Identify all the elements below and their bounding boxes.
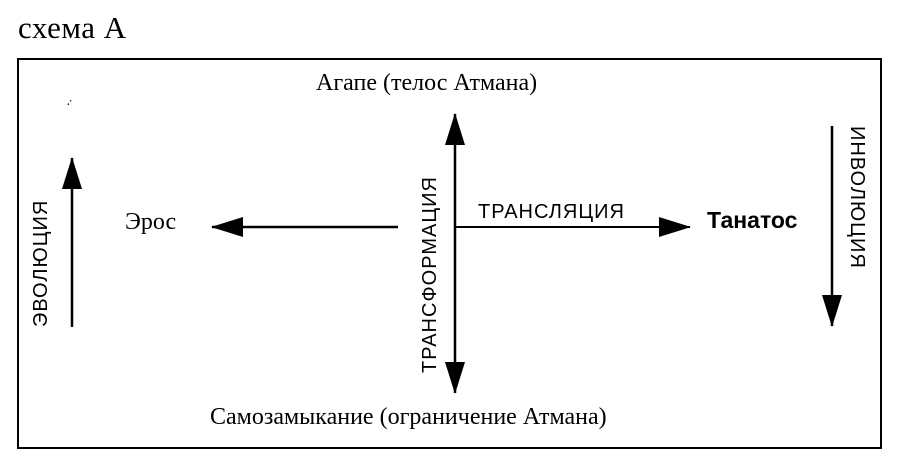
label-eros: Эрос — [125, 209, 177, 235]
label-involution: ИНВОЛЮЦИЯ — [846, 126, 868, 269]
label-thanatos: Танатос — [707, 207, 798, 233]
diagram-frame — [17, 58, 882, 449]
label-self-closure: Самозамыкание (ограничение Атмана) — [210, 404, 607, 430]
label-agape: Агапе (телос Атмана) — [316, 70, 538, 96]
label-translation: ТРАНСЛЯЦИЯ — [478, 201, 625, 223]
stray-mark: ·̇ — [66, 98, 71, 113]
label-transformation: ТРАНСФОРМАЦИЯ — [419, 176, 441, 373]
diagram-caption: схема А — [18, 10, 127, 45]
label-evolution: ЭВОЛЮЦИЯ — [30, 199, 52, 327]
